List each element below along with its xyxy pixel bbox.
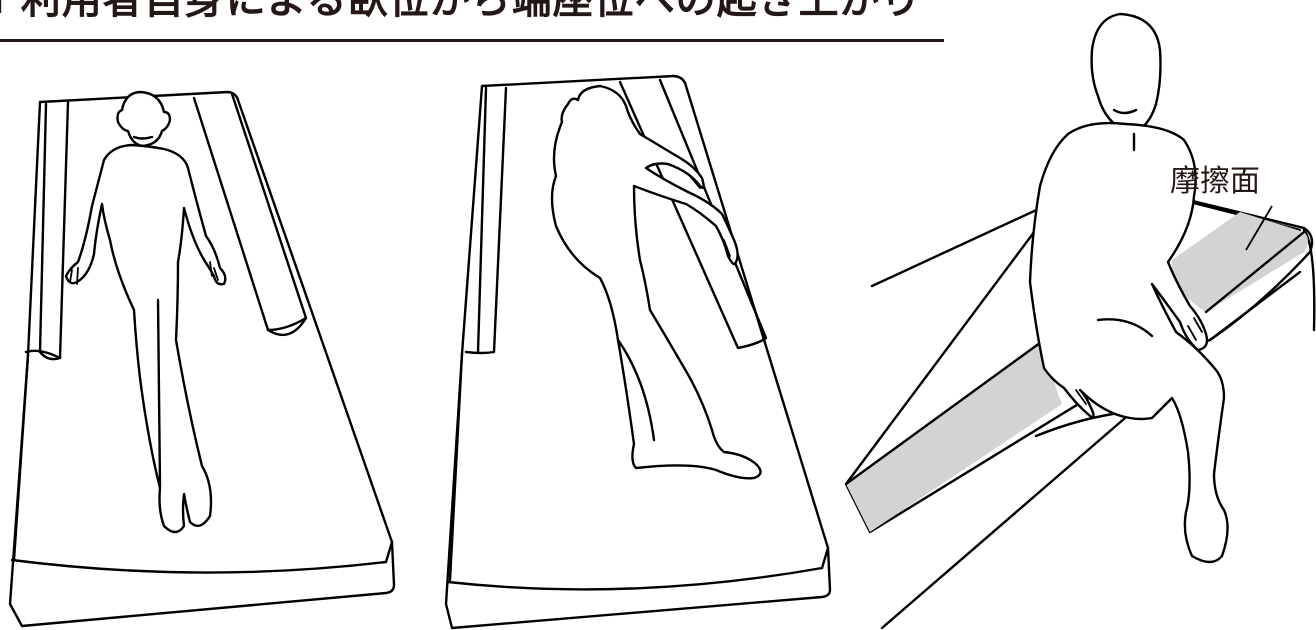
panel-side-lying [446,76,830,628]
panel-seated [846,14,1314,628]
panel-supine [10,92,394,626]
friction-surface-label: 摩擦面 [1170,164,1260,200]
bed-mattress-1 [10,92,394,626]
